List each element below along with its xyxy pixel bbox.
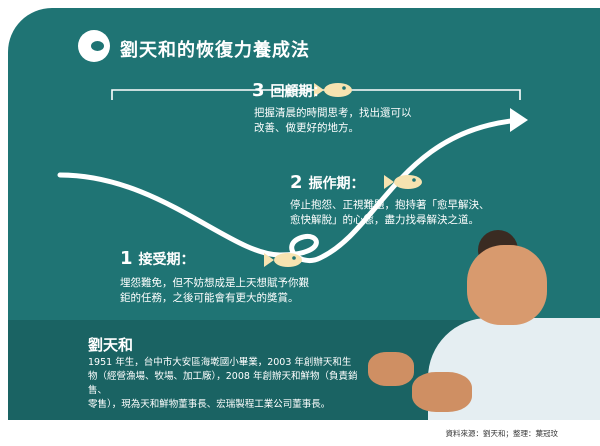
stage-3-number: 3: [252, 80, 265, 101]
fish-icon: [384, 175, 422, 189]
portrait-hand-right: [412, 372, 472, 412]
stage-2-text: 停止抱怨、正視難題，抱持著「愈早解決、 愈快解脫」的心態，盡力找尋解決之道。: [290, 199, 490, 226]
portrait-face: [467, 245, 547, 325]
stage-1-heading: 1 接受期：: [120, 248, 195, 269]
stage-2-heading: 2 振作期：: [290, 172, 365, 193]
flow-curve: [57, 117, 523, 263]
stage-1-number: 1: [120, 248, 133, 269]
stage-2-label: 振作期：: [308, 176, 365, 192]
stage-2-number: 2: [290, 172, 303, 193]
fish-icon: [314, 83, 352, 97]
profile-bio: 1951 年生，台中市大安區海墘國小畢業，2003 年創辦天和生 物（經營漁場、…: [88, 357, 358, 410]
stage-1-label: 接受期：: [138, 252, 195, 268]
arrow-right-icon: [510, 108, 528, 132]
source-credit: 資料來源：劉天和；整理：葉冠玟: [445, 429, 559, 438]
portrait-hand-left: [368, 352, 414, 386]
page-title: 劉天和的恢復力養成法: [120, 40, 310, 61]
stage-3-text: 把握清晨的時間思考，找出還可以 改善、做更好的地方。: [254, 107, 412, 134]
stage-1-text: 埋怨難免，但不妨想成是上天想賦予你艱 鉅的任務，之後可能會有更大的獎賞。: [120, 277, 309, 304]
c-logo-icon: [78, 30, 110, 62]
stage-3-label: 回顧期：: [270, 84, 327, 100]
stage-3-heading: 3 回顧期：: [252, 80, 327, 101]
profile-name: 劉天和: [88, 336, 134, 354]
fish-icon: [264, 253, 302, 267]
